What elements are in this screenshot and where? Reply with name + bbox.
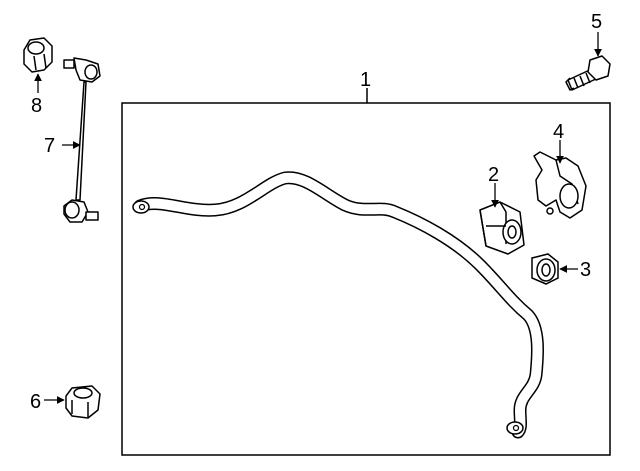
nut	[65, 385, 101, 419]
stabilizer-link	[63, 57, 101, 223]
callout-6: 6	[30, 391, 41, 413]
small-bushing	[531, 253, 559, 285]
bolt	[565, 55, 611, 91]
assembly-frame	[121, 102, 611, 456]
callout-8: 8	[31, 95, 42, 117]
flange-nut	[23, 37, 53, 73]
callout-7: 7	[44, 135, 55, 157]
callout-5: 5	[591, 11, 602, 33]
callout-3: 3	[580, 259, 591, 281]
bushing	[479, 201, 525, 255]
callout-4: 4	[553, 121, 564, 143]
stabilizer-bar	[132, 171, 544, 439]
callout-1: 1	[360, 69, 371, 91]
callout-2: 2	[488, 164, 499, 186]
